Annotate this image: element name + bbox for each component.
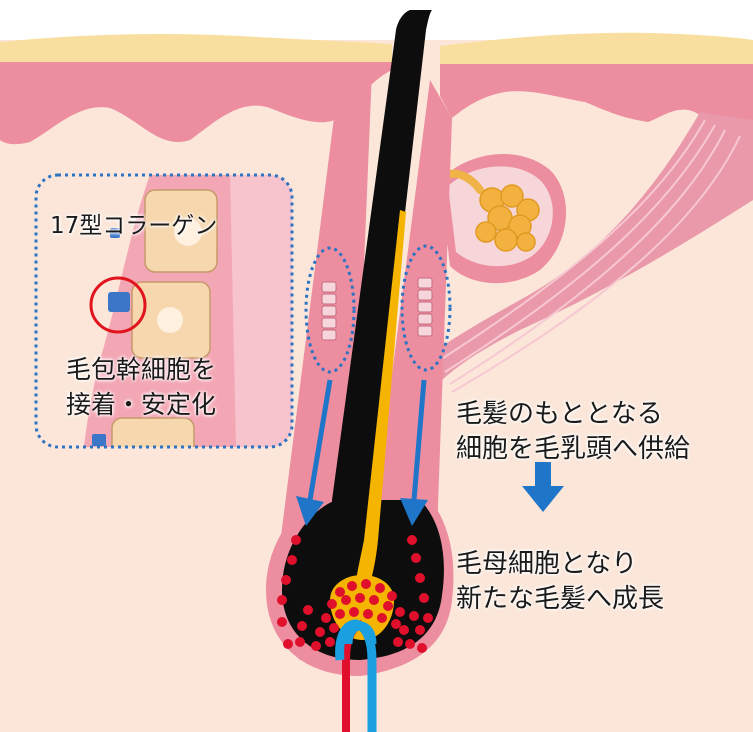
stem-cell-caption-line-2: 接着・安定化 [66,387,216,422]
supply-annotation: 毛髪のもととなる 細胞を毛乳頭へ供給 [456,397,690,468]
stem-cell-stack-right [418,278,432,336]
supply-annotation-line-2: 細胞を毛乳頭へ供給 [456,432,690,467]
growth-annotation-line-2: 新たな毛髪へ成長 [456,582,664,617]
collagen-label: 17型コラーゲン [50,212,217,242]
stem-cell-stack-left [322,282,336,340]
stem-cell-caption: 毛包幹細胞を 接着・安定化 [66,352,216,422]
supply-annotation-line-1: 毛髪のもととなる [456,397,690,432]
growth-annotation-line-1: 毛母細胞となり [456,547,664,582]
growth-annotation: 毛母細胞となり 新たな毛髪へ成長 [456,547,664,618]
stem-cell-caption-line-1: 毛包幹細胞を [66,352,216,387]
